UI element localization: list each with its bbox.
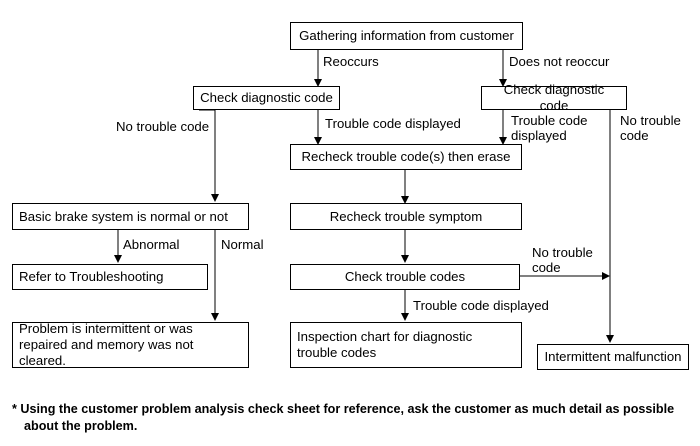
label-no-trouble-code-mid: No trouble code xyxy=(532,245,593,275)
arrow-no-trouble-code-left xyxy=(199,109,219,202)
intermittent-malfunction-box: Intermittent malfunction xyxy=(537,344,689,370)
refer-to-troubleshooting-box: Refer to Troubleshooting xyxy=(12,264,208,290)
recheck-trouble-codes-erase-box: Recheck trouble code(s) then erase xyxy=(290,144,522,170)
check-diagnostic-code-left-box: Check diagnostic code xyxy=(193,86,340,110)
label-normal: Normal xyxy=(221,237,264,252)
inspection-chart-box: Inspection chart for diagnostic trouble … xyxy=(290,322,522,368)
basic-brake-system-box: Basic brake system is normal or not xyxy=(12,203,249,230)
label-does-not-reoccur: Does not reoccur xyxy=(509,54,610,69)
footnote-text: * Using the customer problem analysis ch… xyxy=(12,402,675,433)
label-trouble-code-displayed-mid: Trouble code displayed xyxy=(325,116,461,131)
check-trouble-codes-box: Check trouble codes xyxy=(290,264,520,290)
label-trouble-code-displayed-bottom: Trouble code displayed xyxy=(413,298,549,313)
label-reoccurs: Reoccurs xyxy=(323,54,379,69)
label-no-trouble-code-right: No trouble code xyxy=(620,113,681,143)
footnote: * Using the customer problem analysis ch… xyxy=(12,401,696,435)
label-no-trouble-code-left: No trouble code xyxy=(116,119,210,134)
check-diagnostic-code-right-box: Check diagnostic code xyxy=(481,82,627,113)
label-trouble-code-displayed-right: Trouble code displayed xyxy=(511,113,588,143)
problem-intermittent-box: Problem is intermittent or was repaired … xyxy=(12,321,249,368)
label-abnormal: Abnormal xyxy=(123,237,180,252)
recheck-trouble-symptom-box: Recheck trouble symptom xyxy=(290,203,522,230)
gathering-information-box: Gathering information from customer xyxy=(290,22,523,50)
